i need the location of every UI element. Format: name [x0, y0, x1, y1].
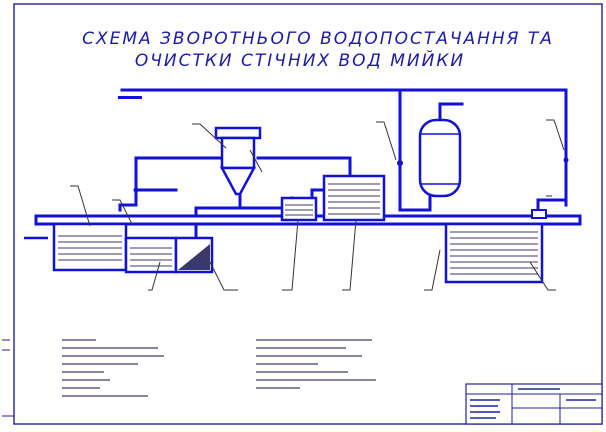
callout-leaders [70, 119, 565, 291]
left-riser-pipe [134, 156, 178, 192]
valve-2 [133, 187, 139, 193]
title-block [465, 383, 603, 425]
diagram-title-line-1: СХЕМА ЗВОРОТНЬОГО ВОДОПОСТАЧАННЯ ТА [82, 29, 554, 49]
settler-feed-pipe [118, 203, 138, 212]
pipe-inlet-marker [118, 96, 142, 99]
right-pump-pipe [536, 198, 568, 214]
leader-13 [529, 261, 556, 291]
hydrocyclone-link-pipe [256, 156, 352, 180]
leader-8 [148, 261, 161, 291]
sand-trap [52, 222, 128, 272]
return-main-pipe [398, 88, 568, 207]
diagram-title-line-2: ОЧИСТКИ СТІЧНИХ ВОД МИЙКИ [135, 49, 465, 71]
pressure-tank-outlet-pipe [438, 102, 464, 122]
leader-1 [70, 185, 91, 227]
pipe-network [118, 88, 568, 240]
oil-separator [124, 236, 178, 274]
hydrocyclone [214, 126, 262, 196]
valve-1 [397, 160, 403, 166]
leader-9 [209, 261, 238, 291]
leader-3 [192, 123, 227, 149]
leader-5 [376, 121, 397, 161]
leader-6 [546, 119, 565, 151]
legend-left [62, 339, 164, 397]
settler-tank [174, 236, 214, 274]
upper-loop-pipe [134, 156, 224, 207]
sheet-border [13, 3, 603, 425]
valve-3 [563, 157, 569, 163]
pressure-tank-feed-pipe [398, 188, 432, 212]
sludge-return-pipe [194, 206, 242, 240]
leader-4 [249, 149, 263, 173]
leader-10 [282, 219, 299, 291]
mechanical-filter [280, 196, 318, 222]
leader-12 [424, 249, 441, 291]
valves [118, 96, 569, 193]
storage-tank [444, 222, 544, 284]
leader-2 [112, 199, 133, 225]
pump-unit [531, 209, 547, 219]
pressure-tank [418, 118, 462, 198]
legend-right [256, 339, 376, 389]
margin-stamp [2, 339, 14, 417]
leader-11 [342, 219, 357, 291]
clean-water-reservoir [322, 174, 386, 222]
